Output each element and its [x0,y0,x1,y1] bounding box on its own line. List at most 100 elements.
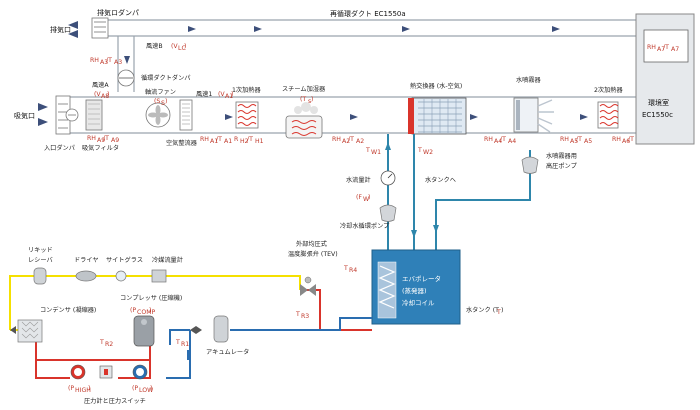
svg-text:A6: A6 [622,138,630,145]
sensor-rh-a4: RH [484,136,493,143]
env-room-label: 環境室 [648,98,669,107]
svg-text:W: W [363,196,369,203]
heat-exchanger[interactable] [408,97,467,135]
sensor-rh-a6: RH [612,136,621,143]
cooling-coil-label: 冷却コイル [402,298,435,307]
speed-a-label: 風速A [92,81,109,89]
pressure-switch[interactable] [99,365,113,379]
exhaust-port-label: 排気口 [50,25,71,34]
sight-glass[interactable] [115,270,127,282]
svg-text:COMP: COMP [137,309,156,316]
speed-a-sensor [65,108,79,122]
water-pipes [387,134,531,250]
pressure-gauge-low [132,364,148,380]
heat-exchanger-label: 熱交換器 (水-空気) [410,82,462,90]
svg-text:(T: (T [300,96,306,103]
svg-text:R4: R4 [349,267,357,274]
svg-text:/T: /T [247,136,253,143]
tev-label-2: 温度膨張弁 (TEV) [288,250,338,258]
svg-text:): ) [88,385,90,392]
wind-speed-1-label: 風速1 [196,90,212,98]
sight-glass-label: サイトグラス [106,256,143,264]
heater-2-label: 2次加熱器 [594,86,623,94]
water-sprayer[interactable] [513,97,554,133]
intake-filter[interactable] [85,99,103,131]
sensor-tr1: T [175,339,180,346]
sensor-rh-a5: RH [560,136,569,143]
sensor-rh-a7: RH [647,44,656,51]
svg-text:/T: /T [663,44,669,51]
sensor-tw1: T [365,147,370,154]
svg-text:LOW: LOW [139,387,153,394]
refrigerant-hot-line [35,289,372,379]
svg-text:/T: /T [106,57,112,64]
to-water-tank-label: 水タンクへ [425,176,456,184]
svg-text:): ) [501,307,503,314]
condenser[interactable] [17,319,43,343]
tev-label-1: 外部均圧式 [296,240,327,248]
heater-2[interactable] [597,101,619,129]
svg-text:W2: W2 [423,149,433,156]
svg-text:/T: /T [576,136,582,143]
heater-1-label: 1次加熱器 [232,86,261,94]
air-straightener[interactable] [179,99,193,131]
check-valve-right [190,326,202,334]
recirc-duct-label: 再循環ダクト EC1550a [330,9,406,18]
svg-text:W1: W1 [371,149,381,156]
sprayer-pump-label-1: 水噴霧器用 [546,152,577,160]
thermal-expansion-valve[interactable] [300,276,316,296]
svg-text:R1: R1 [181,341,189,348]
refrigerant-liquid-line [9,275,301,331]
water-flow-meter [380,170,396,186]
duct-lines [60,19,640,134]
refrigerant-suction-line [166,317,372,379]
cooling-pump[interactable] [379,204,397,222]
heater-1[interactable] [235,101,259,129]
env-room-code: EC1550c [642,111,673,119]
sensor-rh-a3: RH [90,57,99,64]
svg-text:A1: A1 [210,138,218,145]
svg-text:(P: (P [130,307,136,314]
svg-text:A1: A1 [224,138,232,145]
refrigerant-flow-meter [151,269,167,283]
svg-text:): ) [149,307,151,314]
accumulator-label: アキュムレータ [206,348,249,356]
steam-humidifier[interactable] [285,102,323,139]
liquid-receiver-label-1: リキッド [28,247,53,254]
compressor[interactable] [133,315,155,347]
dryer-label: ドライヤ [74,257,99,264]
inlet-damper-label: 入口ダンパ [44,144,75,152]
exhaust-damper[interactable] [91,17,109,39]
exhaust-arrows-icon [68,21,78,38]
accumulator[interactable] [213,315,229,343]
svg-text:A5: A5 [570,138,578,145]
evaporator-label: エバポレータ [402,274,441,283]
svg-text:(P: (P [132,385,138,392]
refrig-flow-meter-label: 冷媒流量計 [152,256,183,264]
recirc-flow-arrows [188,26,560,32]
svg-text:(V: (V [218,91,225,98]
svg-text:): ) [150,385,152,392]
svg-text:(F: (F [356,194,362,201]
air-straightener-label: 空気整流器 [166,139,198,147]
recirc-duct-damper[interactable] [117,69,135,87]
svg-text:A7: A7 [657,46,665,53]
evaporator-sub-label: (蒸発器) [402,286,427,295]
axial-fan[interactable] [145,102,171,128]
svg-text:H2: H2 [240,138,249,145]
sprayer-pump[interactable] [521,156,539,174]
liquid-receiver[interactable] [33,267,47,285]
svg-text:(V: (V [94,91,101,98]
svg-text:/T: /T [103,135,109,142]
dryer[interactable] [75,270,97,282]
svg-text:A9: A9 [97,137,105,144]
environment-room [635,13,695,145]
water-flow-arrows [385,142,439,238]
speed-b-label: 風速B [146,42,163,50]
intake-filter-label: 吸気フィルタ [82,144,119,152]
water-sprayer-label: 水噴霧器 [516,76,542,84]
intake-port-label: 吸気口 [14,111,35,120]
svg-text:T: T [496,309,501,316]
main-flow-arrows [124,56,588,120]
